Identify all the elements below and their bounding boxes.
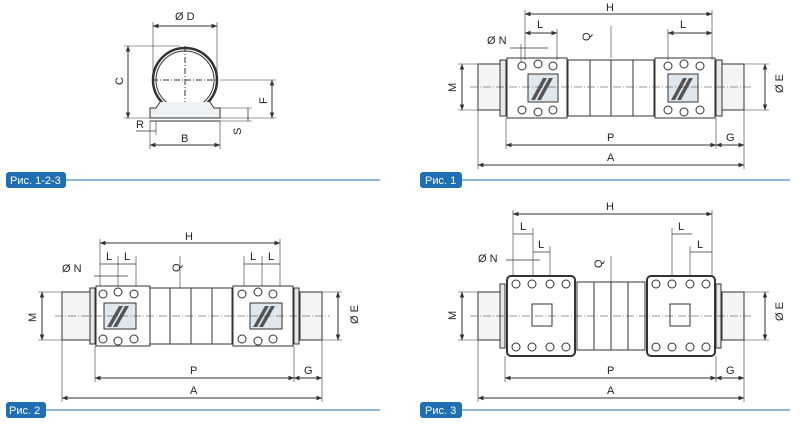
figure-3-side-view bbox=[458, 210, 769, 402]
caption-rule-fig2 bbox=[6, 402, 380, 418]
caption-fig123: Рис. 1-2-3 bbox=[10, 175, 61, 187]
fig2-dim-l4: L bbox=[268, 251, 274, 263]
dim-r: R bbox=[136, 119, 144, 131]
caption-fig3: Рис. 3 bbox=[425, 405, 456, 417]
fig2-dim-l1: L bbox=[106, 251, 112, 263]
fig3-dim-q: Q bbox=[593, 259, 605, 268]
figure-1-side-view bbox=[458, 10, 769, 169]
fig3-dim-h: H bbox=[606, 201, 614, 213]
fig2-dim-e: Ø E bbox=[349, 305, 361, 324]
fig1-dim-p: P bbox=[607, 132, 614, 144]
fig1-dim-n: Ø N bbox=[487, 35, 507, 47]
fig3-dim-a: A bbox=[607, 385, 615, 397]
fig1-dim-m: M bbox=[447, 83, 459, 92]
figure-2-side-view bbox=[38, 239, 342, 402]
caption-rule-fig123 bbox=[6, 172, 380, 188]
dim-f: F bbox=[258, 97, 270, 104]
fig2-dim-l2: L bbox=[124, 251, 130, 263]
fig1-dim-a: A bbox=[607, 152, 615, 164]
fig1-dim-e: Ø E bbox=[774, 74, 786, 93]
fig3-dim-n: Ø N bbox=[478, 253, 498, 265]
dim-diameter-d: Ø D bbox=[175, 11, 195, 23]
dim-b: B bbox=[181, 133, 188, 145]
caption-rule-fig1 bbox=[420, 172, 790, 188]
fig3-dim-l1: L bbox=[520, 221, 526, 233]
fig3-dim-g: G bbox=[726, 365, 735, 377]
fig3-dim-l2: L bbox=[538, 239, 544, 251]
fig1-dim-l-left: L bbox=[537, 19, 543, 31]
dim-c: C bbox=[114, 77, 126, 85]
fig2-dim-n: Ø N bbox=[62, 263, 82, 275]
fig1-dim-q: Q bbox=[581, 32, 593, 41]
caption-rule-fig3 bbox=[420, 402, 790, 418]
caption-fig1: Рис. 1 bbox=[425, 175, 456, 187]
fig2-dim-l3: L bbox=[250, 251, 256, 263]
fig2-dim-h: H bbox=[185, 231, 193, 243]
dim-s: S bbox=[232, 128, 244, 135]
fig3-dim-l3: L bbox=[678, 221, 684, 233]
fig3-dim-m: M bbox=[447, 311, 459, 320]
fig3-dim-p: P bbox=[607, 365, 614, 377]
fig2-dim-a: A bbox=[190, 385, 198, 397]
fig3-dim-l4: L bbox=[697, 239, 703, 251]
fig2-dim-q: Q bbox=[171, 263, 183, 272]
caption-fig2: Рис. 2 bbox=[9, 405, 40, 417]
fig2-dim-m: M bbox=[27, 313, 39, 322]
fig1-dim-g: G bbox=[726, 132, 735, 144]
fig2-dim-g: G bbox=[304, 365, 313, 377]
fig2-dim-p: P bbox=[190, 365, 197, 377]
fig1-dim-h: H bbox=[606, 2, 614, 14]
fig3-dim-e: Ø E bbox=[774, 302, 786, 321]
figure-123-end-view bbox=[124, 22, 276, 149]
fig1-dim-l-right: L bbox=[680, 19, 686, 31]
